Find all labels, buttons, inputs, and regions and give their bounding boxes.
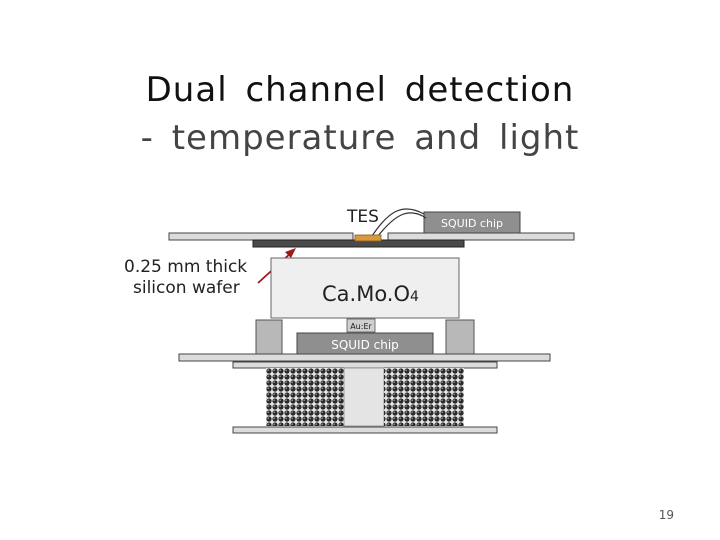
crystal-subscript: 4 [410, 289, 419, 305]
wafer-label-line2: silicon wafer [133, 278, 240, 298]
crystal-formula: Ca.Mo.O [322, 282, 410, 306]
tes-sensor [354, 234, 382, 242]
slide-title-line1: Dual channel detection [145, 70, 575, 110]
crystal-label: Ca.Mo.O4 [322, 282, 419, 306]
squid-chip-top-label: SQUID chip [441, 217, 503, 230]
base-plate-upper [178, 353, 551, 362]
au-er-label: Au:Er [350, 322, 372, 331]
camoo4-crystal [270, 257, 460, 319]
coil-winding-left [266, 368, 344, 426]
base-plate-bottom [232, 426, 498, 434]
tes-label: TES [346, 207, 379, 227]
top-holder-plate-right [387, 232, 575, 241]
page-number: 19 [658, 508, 674, 522]
wafer-label-line1: 0.25 mm thick [124, 257, 247, 277]
top-holder-plate-left [168, 232, 354, 241]
bond-wire-1 [371, 208, 425, 237]
support-post-left [255, 319, 283, 355]
slide-title-line2: - temperature and light [140, 118, 580, 158]
wafer-pointer-arrowhead [285, 248, 296, 258]
coil-core [343, 367, 385, 427]
bond-wire-2 [377, 212, 427, 237]
squid-chip-top [423, 211, 521, 234]
coil-winding-right [384, 368, 464, 426]
squid-chip-bottom-label: SQUID chip [331, 338, 399, 352]
au-er-film [346, 318, 376, 333]
base-plate-middle [232, 361, 498, 369]
support-post-right [445, 319, 475, 355]
